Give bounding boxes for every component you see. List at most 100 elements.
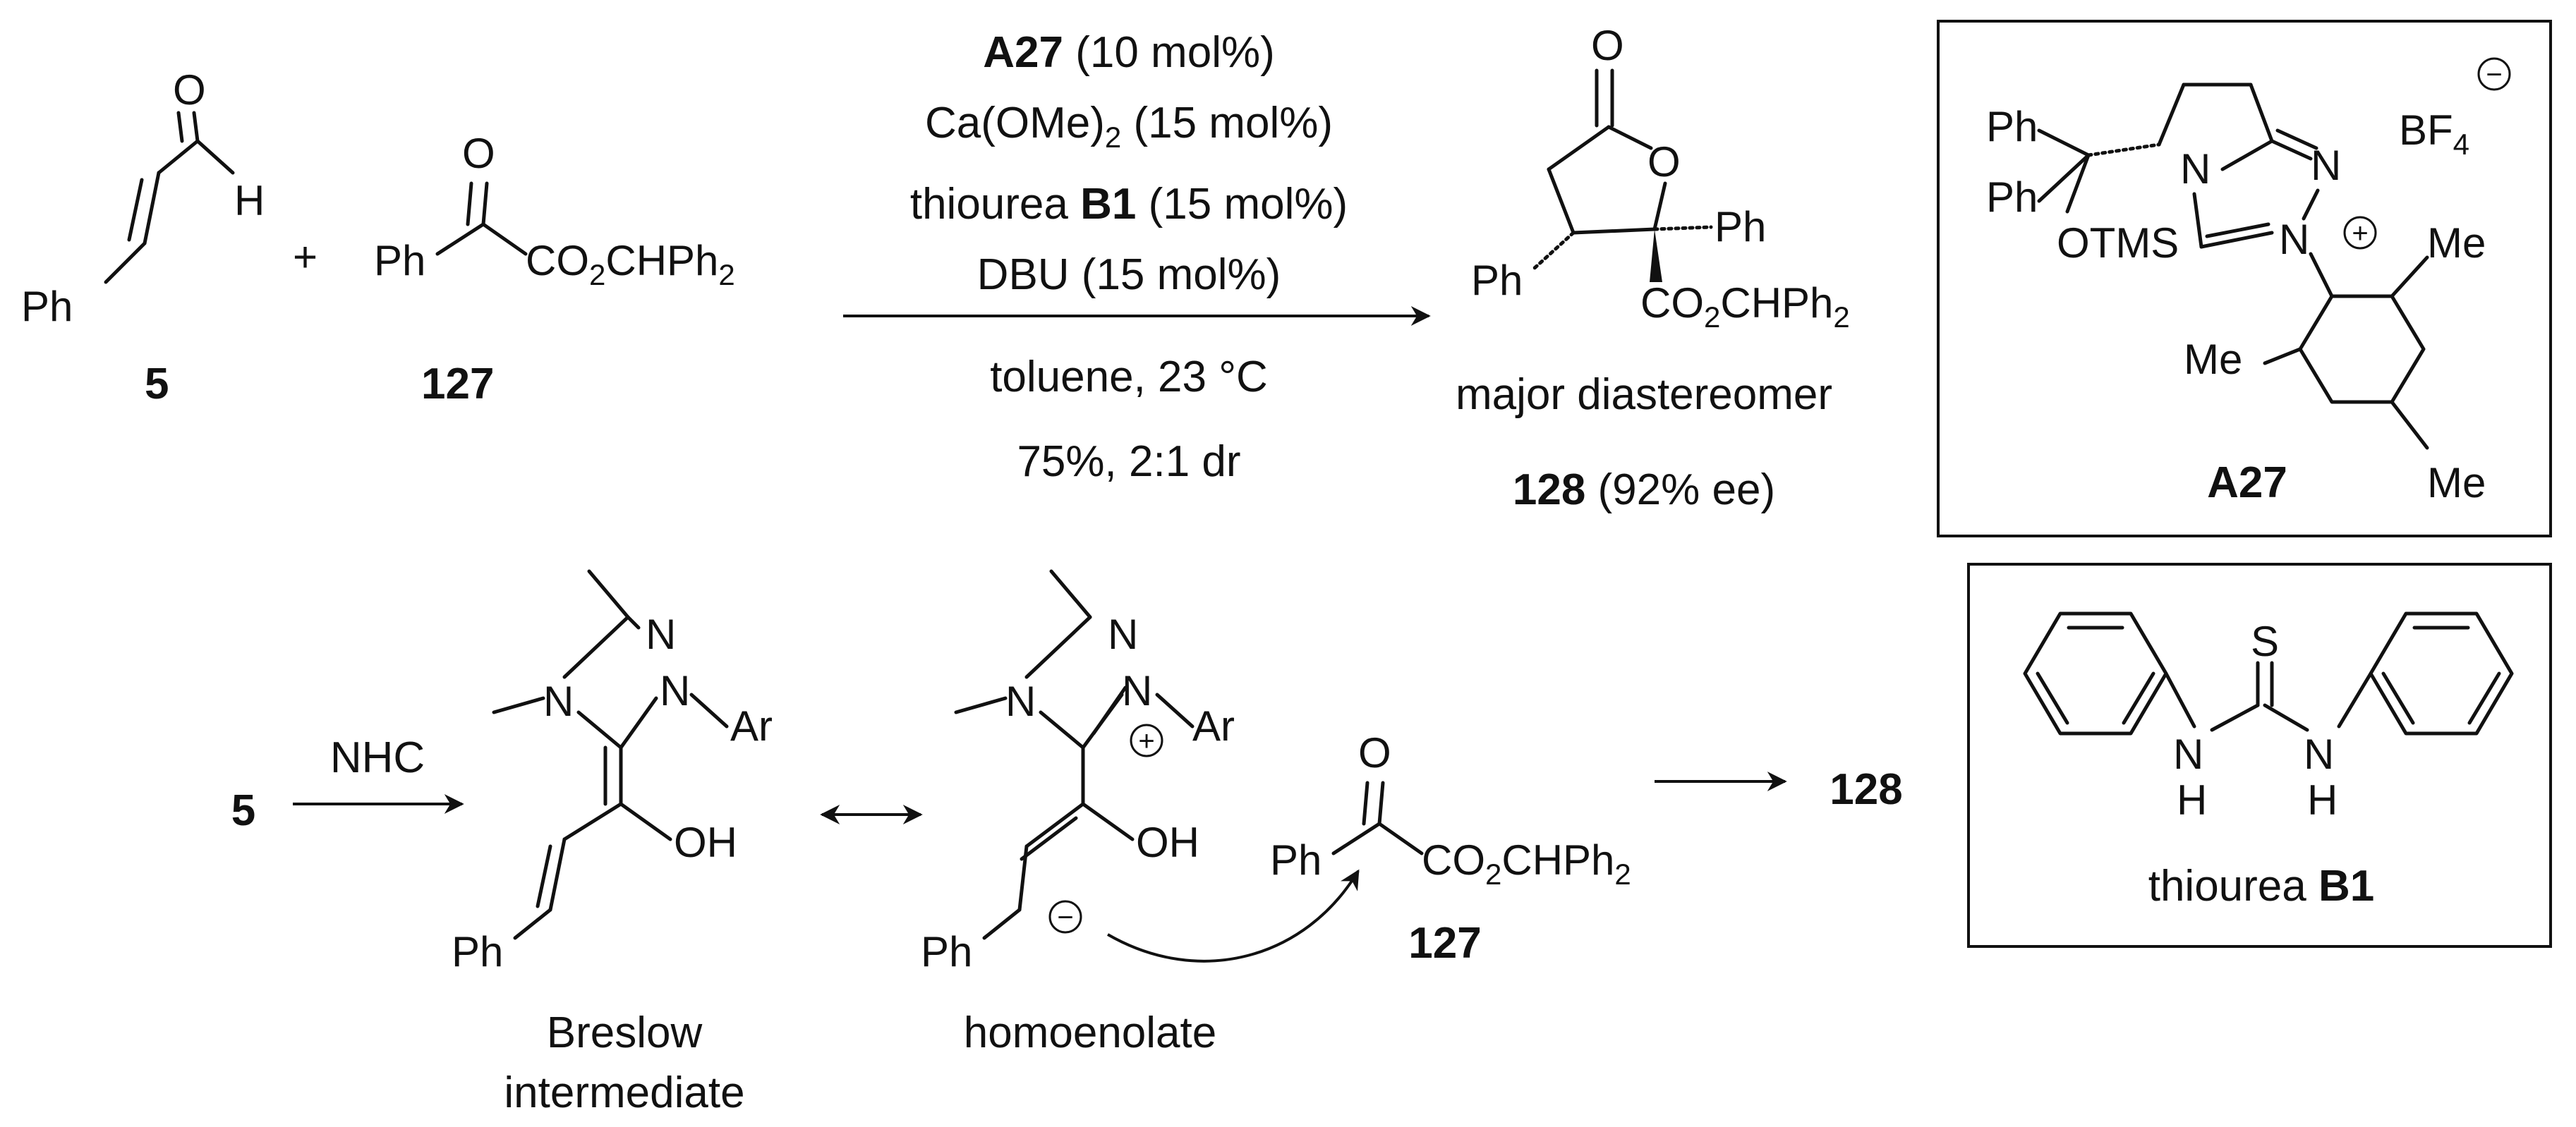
reaction-conditions: A27 (10 mol%) Ca(OMe)2 (15 mol%) thioure…	[843, 28, 1431, 486]
svg-text:BF4: BF4	[2399, 106, 2469, 161]
condition-solvent-temp: toluene, 23 °C	[990, 353, 1268, 401]
thiourea-b1-structure: N H S N H	[2023, 611, 2514, 824]
compound-5-label: 5	[145, 360, 169, 408]
condition-base-loading: (15 mol%)	[1121, 99, 1333, 147]
svg-text:CO2CHPh2: CO2CHPh2	[526, 237, 735, 291]
svg-text:CO2CHPh2: CO2CHPh2	[1422, 836, 1631, 891]
mechanism-ketoester-ph: Ph	[1270, 836, 1322, 884]
b1-box-label-text: thiourea	[2148, 862, 2318, 910]
svg-text:thiourea B1 (15 mol%): thiourea B1 (15 mol%)	[910, 180, 1348, 229]
a27-bf4-sub: 4	[2453, 128, 2469, 161]
lactone-ring-o: O	[1647, 138, 1681, 185]
homoenolate-label: homoenolate	[964, 1009, 1217, 1057]
homoenolate-n-2: N	[1005, 678, 1036, 725]
lactone-ph-quat: Ph	[1715, 203, 1766, 250]
a27-n-2: N	[2311, 142, 2341, 189]
condition-thiourea: thiourea	[910, 180, 1080, 229]
breslow-n-3: N	[660, 667, 690, 714]
ketoester-ester-chph: CHPh	[605, 237, 718, 284]
product-caption: major diastereomer	[1456, 370, 1832, 419]
b1-nh-n-1: N	[2173, 731, 2203, 778]
homoenolate-ph: Ph	[921, 928, 972, 975]
ketoester-ph-label: Ph	[374, 237, 425, 284]
svg-text:128 (92% ee): 128 (92% ee)	[1513, 465, 1775, 514]
product-ee: (92% ee)	[1585, 465, 1775, 514]
homoenolate-structure: N N N + Ar OH Ph −	[921, 569, 1235, 975]
breslow-structure: N N N Ar OH Ph	[452, 569, 773, 975]
a27-me-3: Me	[2427, 459, 2486, 506]
mechanism-ester-co: CO	[1422, 836, 1485, 884]
homoenolate-minus-sign: −	[1057, 902, 1073, 933]
homoenolate-n-3: N	[1122, 667, 1152, 714]
lactone-ester-co: CO	[1640, 279, 1704, 327]
homoenolate-n-1: N	[1108, 611, 1138, 658]
plus-sign: +	[293, 233, 318, 281]
a27-plus-circle	[2343, 216, 2377, 250]
homoenolate-ar: Ar	[1192, 702, 1235, 750]
mechanism-compound-128: 128	[1830, 765, 1902, 814]
compound-128-label: 128	[1513, 465, 1585, 514]
mechanism-ester-sub2: 2	[1614, 858, 1631, 891]
mechanism-ketoester-o: O	[1358, 729, 1391, 776]
b1-s: S	[2251, 618, 2279, 665]
homoenolate-plus-sign: +	[1138, 726, 1154, 757]
condition-catalyst-loading: (10 mol%)	[1063, 28, 1275, 77]
thiourea-b1-box	[1967, 563, 2552, 948]
a27-ph-1: Ph	[1986, 103, 2038, 150]
lactone-ester-chph: CHPh	[1720, 279, 1833, 327]
lactone-128-structure: O O Ph CO2CHPh2 Ph	[1471, 22, 1850, 334]
breslow-ar: Ar	[730, 702, 773, 750]
aldehyde-o-label: O	[173, 66, 206, 114]
svg-text:thiourea B1: thiourea B1	[2148, 862, 2375, 910]
condition-yield-dr: 75%, 2:1 dr	[1017, 437, 1240, 486]
a27-otms: OTMS	[2057, 219, 2179, 267]
a27-me-1: Me	[2427, 219, 2486, 267]
breslow-label-2: intermediate	[504, 1068, 744, 1117]
mechanism-reagent-nhc: NHC	[330, 733, 425, 782]
cinnamaldehyde-ph-label: Ph	[21, 283, 73, 330]
b1-nh-h-2: H	[2307, 776, 2338, 824]
condition-thiourea-id: B1	[1080, 180, 1136, 229]
breslow-ph: Ph	[452, 928, 503, 975]
lactone-ester-sub2: 2	[1833, 300, 1849, 334]
ketoester-ester-sub2: 2	[718, 258, 734, 291]
ketoester-ester-co: CO	[526, 237, 589, 284]
a27-box-label: A27	[2207, 458, 2287, 507]
breslow-n-1: N	[646, 611, 676, 658]
lactone-ester-sub: 2	[1704, 300, 1720, 334]
a27-plus-sign: +	[2352, 218, 2368, 249]
cinnamaldehyde-structure: O H Ph	[21, 66, 265, 330]
lactone-ph: Ph	[1471, 257, 1523, 304]
a27-bf: BF	[2399, 106, 2453, 154]
mechanism-compound-127: 127	[1408, 919, 1481, 968]
condition-base: Ca(OMe)	[925, 99, 1105, 147]
aldehyde-h-label: H	[234, 177, 265, 224]
catalyst-a27-box	[1937, 20, 2552, 537]
compound-127-label: 127	[421, 360, 494, 408]
svg-text:A27 (10 mol%): A27 (10 mol%)	[983, 28, 1275, 77]
lactone-carbonyl-o: O	[1591, 22, 1624, 69]
svg-text:Ca(OMe)2 (15 mol%): Ca(OMe)2 (15 mol%)	[925, 99, 1333, 154]
mechanism-ester-sub: 2	[1485, 858, 1501, 891]
breslow-oh: OH	[674, 819, 737, 866]
condition-base-sub: 2	[1105, 121, 1121, 154]
homoenolate-oh: OH	[1136, 819, 1199, 866]
b1-nh-n-2: N	[2304, 731, 2334, 778]
ketoester-o-label: O	[462, 130, 495, 177]
b1-box-label-id: B1	[2318, 862, 2374, 910]
a27-me-2: Me	[2184, 336, 2242, 383]
svg-text:CO2CHPh2: CO2CHPh2	[1640, 279, 1850, 334]
homoenolate-minus-circle	[1048, 900, 1082, 934]
a27-n-1: N	[2180, 145, 2211, 193]
ketoester-ester-sub: 2	[589, 258, 605, 291]
condition-dbu: DBU (15 mol%)	[977, 250, 1281, 299]
breslow-n-2: N	[543, 678, 574, 725]
a27-minus-circle	[2477, 57, 2511, 91]
mechanism-compound-5: 5	[231, 786, 255, 835]
breslow-label-1: Breslow	[547, 1009, 703, 1057]
mechanism-ketoester-structure: Ph O CO2CHPh2	[1270, 729, 1631, 891]
nucleophilic-attack-arrow	[1107, 869, 1360, 963]
condition-catalyst: A27	[983, 28, 1063, 77]
a27-minus-sign: −	[2486, 59, 2502, 90]
